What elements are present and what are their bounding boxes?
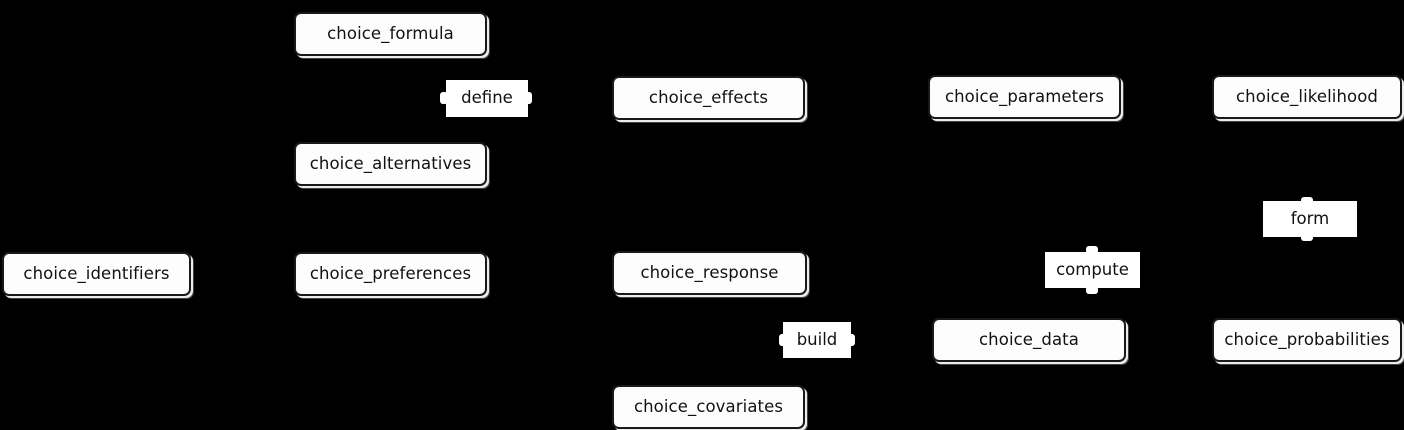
edge-label-text: compute (1056, 259, 1129, 279)
node-label: choice_likelihood (1236, 86, 1378, 106)
edge-label-text: form (1290, 208, 1330, 228)
node-label: choice_identifiers (23, 263, 170, 283)
edge-choice-alternatives-to-define (487, 117, 519, 165)
edge-label-compute: compute (1045, 252, 1140, 288)
node-label: choice_covariates (633, 396, 784, 416)
edge-label-define: define (446, 80, 528, 117)
node-choice-alternatives[interactable]: choice_alternatives (294, 142, 487, 186)
edge-marker-nubs (440, 92, 1313, 346)
node-choice-likelihood[interactable]: choice_likelihood (1212, 75, 1402, 119)
node-choice-identifiers[interactable]: choice_identifiers (2, 252, 191, 296)
node-label: choice_formula (327, 23, 454, 43)
node-label: choice_probabilities (1224, 329, 1390, 349)
node-choice-probabilities[interactable]: choice_probabilities (1212, 318, 1402, 362)
node-label: choice_alternatives (309, 153, 472, 173)
node-choice-response[interactable]: choice_response (612, 251, 807, 295)
node-label: choice_effects (648, 87, 769, 107)
node-label: choice_data (979, 329, 1079, 349)
edge-choice-response-to-build (807, 272, 818, 322)
edge-choice-preferences-to-choice-response (486, 272, 613, 275)
edge-label-build: build (783, 322, 851, 358)
edge-label-text: build (796, 329, 838, 349)
node-label: choice_response (640, 262, 779, 282)
edge-label-text: define (461, 88, 513, 108)
node-choice-effects[interactable]: choice_effects (612, 76, 805, 120)
edge-choice-formula-to-define (487, 33, 519, 80)
node-label: choice_preferences (309, 263, 472, 283)
node-choice-preferences[interactable]: choice_preferences (294, 252, 487, 296)
node-choice-formula[interactable]: choice_formula (294, 12, 487, 56)
node-label: choice_parameters (944, 86, 1105, 106)
edge-label-form: form (1263, 201, 1357, 237)
node-choice-data[interactable]: choice_data (932, 318, 1126, 362)
edge-choice-covariates-to-build (805, 358, 818, 408)
node-choice-parameters[interactable]: choice_parameters (928, 75, 1121, 119)
node-choice-covariates[interactable]: choice_covariates (612, 385, 805, 429)
edge-choice-effects-to-choice-parameters (804, 96, 929, 99)
